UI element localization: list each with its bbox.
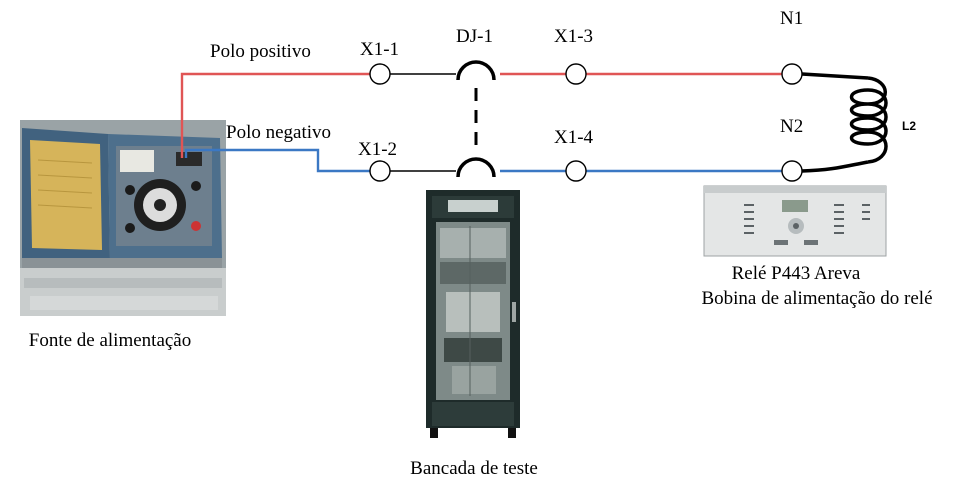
breaker-leads (390, 73, 456, 172)
terminal-x1-3 (565, 63, 587, 85)
test-bench-caption: Bancada de teste (410, 458, 538, 479)
label-x1-4: X1-4 (554, 127, 594, 148)
power-supply-caption: Fonte de alimentação (29, 330, 192, 351)
label-l2: L2 (902, 119, 916, 133)
terminal-x1-1 (369, 63, 391, 85)
label-dj-1: DJ-1 (456, 26, 493, 47)
label-n2: N2 (780, 116, 803, 137)
label-n1: N1 (780, 8, 803, 29)
terminal-n1 (781, 63, 803, 85)
label-x1-2: X1-2 (358, 139, 397, 160)
terminal-x1-2 (369, 160, 391, 182)
relay-p443-photo (703, 185, 887, 257)
label-x1-1: X1-1 (360, 39, 399, 60)
terminal-n2 (781, 160, 803, 182)
relay-subtitle: Bobina de alimentação do relé (701, 288, 932, 309)
label-x1-3: X1-3 (554, 26, 593, 47)
terminal-x1-4 (565, 160, 587, 182)
negative-wire (184, 148, 782, 173)
relay-title: Relé P443 Areva (732, 263, 861, 284)
label-polo-positivo: Polo positivo (210, 41, 311, 62)
positive-wire (180, 72, 782, 158)
circuit-breaker-icon (456, 60, 496, 178)
inductor-coil-icon (801, 72, 888, 173)
label-polo-negativo: Polo negativo (226, 122, 331, 143)
test-bench-cabinet-photo (426, 190, 520, 438)
power-supply-photo (20, 120, 226, 316)
